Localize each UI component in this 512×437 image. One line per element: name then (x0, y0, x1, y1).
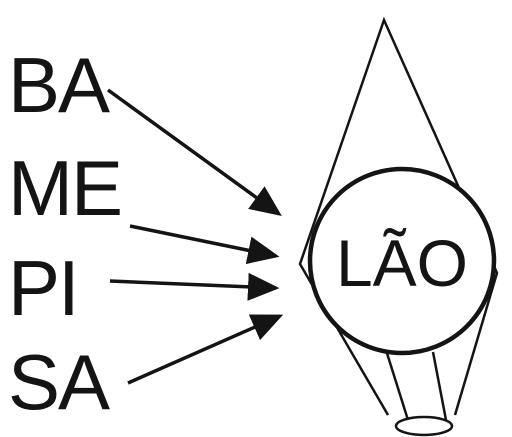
arrow-pi (110, 281, 276, 288)
kite-base-ellipse (396, 417, 452, 435)
arrow-ba (108, 90, 279, 214)
arrow-sa (128, 316, 280, 383)
arrow-me (130, 226, 276, 256)
kite-strut-left (386, 350, 408, 420)
kite-strut-right (433, 352, 446, 420)
center-word: LÃO (336, 226, 468, 300)
